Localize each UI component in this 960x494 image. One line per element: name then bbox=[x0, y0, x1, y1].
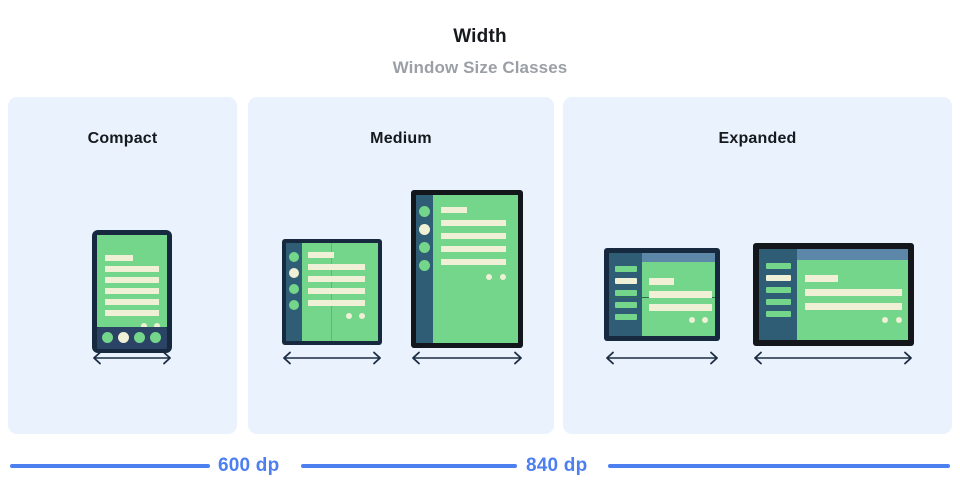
panel-medium: Medium bbox=[248, 97, 554, 434]
content-line bbox=[649, 278, 674, 285]
content-line bbox=[441, 233, 506, 239]
foldable-landscape-screen bbox=[609, 253, 715, 336]
rail-item bbox=[766, 263, 791, 269]
content-line bbox=[308, 276, 365, 282]
breakpoint-rule-right bbox=[608, 464, 950, 468]
rail-item-active bbox=[615, 278, 637, 284]
width-measure-arrow-medium-foldable bbox=[280, 350, 384, 366]
rail-item bbox=[615, 302, 637, 308]
width-measure-arrow-compact bbox=[90, 350, 174, 366]
nav-item bbox=[134, 332, 145, 343]
device-foldable-portrait bbox=[282, 239, 382, 345]
device-phone-portrait bbox=[92, 230, 172, 353]
panel-title-compact: Compact bbox=[87, 130, 158, 147]
content-line bbox=[805, 289, 902, 296]
rail-item bbox=[766, 287, 791, 293]
breakpoint-rule-left bbox=[10, 464, 210, 468]
tablet-screen bbox=[416, 195, 518, 343]
width-measure-arrow-expanded-tablet bbox=[751, 350, 915, 366]
content-line bbox=[308, 252, 334, 258]
navigation-rail bbox=[416, 195, 433, 343]
overflow-dot bbox=[359, 313, 365, 319]
rail-item bbox=[419, 242, 430, 253]
rail-item bbox=[289, 284, 299, 294]
nav-item-active bbox=[118, 332, 129, 343]
width-measure-arrow-expanded-foldable bbox=[603, 350, 721, 366]
phone-bottom-navigation bbox=[97, 327, 167, 349]
rail-item bbox=[615, 266, 637, 272]
rail-item bbox=[615, 314, 637, 320]
overflow-dot bbox=[141, 323, 147, 327]
device-tablet-portrait bbox=[411, 190, 523, 348]
content-line bbox=[308, 288, 365, 294]
panel-expanded: Expanded bbox=[563, 97, 952, 434]
content-line bbox=[441, 207, 467, 213]
content-line bbox=[105, 288, 159, 294]
diagram-header: Width Window Size Classes bbox=[0, 0, 960, 78]
rail-item-active bbox=[419, 224, 430, 235]
rail-item bbox=[419, 260, 430, 271]
app-top-bar bbox=[797, 249, 908, 260]
content-line bbox=[308, 264, 365, 270]
rail-item-active bbox=[766, 275, 791, 281]
overflow-dot bbox=[882, 317, 888, 323]
rail-item bbox=[419, 206, 430, 217]
content-line bbox=[441, 259, 506, 265]
rail-item bbox=[289, 300, 299, 310]
overflow-dot bbox=[689, 317, 695, 323]
panel-title-expanded: Expanded bbox=[718, 130, 797, 147]
overflow-dot bbox=[500, 274, 506, 280]
content-line bbox=[441, 246, 506, 252]
rail-item bbox=[289, 252, 299, 262]
tablet-landscape-screen bbox=[759, 249, 908, 340]
overflow-dot bbox=[154, 323, 160, 327]
rail-item bbox=[766, 311, 791, 317]
breakpoint-rule-middle bbox=[301, 464, 517, 468]
breakpoint-legend: 600 dp 840 dp bbox=[0, 452, 960, 494]
rail-item-active bbox=[289, 268, 299, 278]
content-line bbox=[105, 299, 159, 305]
rail-item bbox=[766, 299, 791, 305]
content-line bbox=[105, 266, 159, 272]
panel-compact: Compact bbox=[8, 97, 237, 434]
panel-title-medium: Medium bbox=[370, 130, 432, 147]
navigation-rail bbox=[609, 253, 642, 336]
content-line bbox=[105, 310, 159, 316]
overflow-dot bbox=[486, 274, 492, 280]
foldable-screen bbox=[286, 243, 378, 341]
device-foldable-landscape bbox=[604, 248, 720, 341]
content-line bbox=[105, 277, 159, 283]
overflow-dot bbox=[896, 317, 902, 323]
content-line bbox=[308, 300, 365, 306]
content-line bbox=[649, 291, 712, 298]
overflow-dot bbox=[702, 317, 708, 323]
page-title: Width bbox=[453, 26, 507, 47]
page-subtitle: Window Size Classes bbox=[392, 58, 568, 77]
rail-item bbox=[615, 290, 637, 296]
nav-item bbox=[102, 332, 113, 343]
device-tablet-landscape bbox=[753, 243, 914, 346]
overflow-dot bbox=[346, 313, 352, 319]
app-top-bar bbox=[642, 253, 715, 262]
content-line bbox=[105, 255, 133, 261]
width-measure-arrow-medium-tablet bbox=[409, 350, 525, 366]
navigation-rail bbox=[759, 249, 797, 340]
phone-screen bbox=[97, 235, 167, 327]
content-line bbox=[805, 275, 838, 282]
breakpoint-label-840: 840 dp bbox=[526, 455, 588, 476]
navigation-rail bbox=[286, 243, 302, 341]
content-line bbox=[649, 304, 712, 311]
content-line bbox=[805, 303, 902, 310]
nav-item bbox=[150, 332, 161, 343]
breakpoint-label-600: 600 dp bbox=[218, 455, 280, 476]
content-line bbox=[441, 220, 506, 226]
size-class-panels: Compact bbox=[0, 97, 960, 434]
